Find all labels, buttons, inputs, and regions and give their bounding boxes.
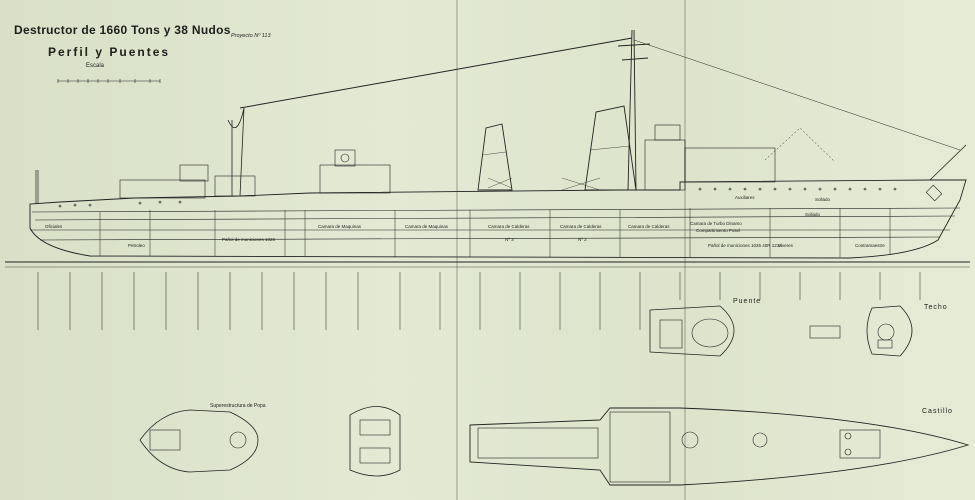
compartment-label: Camara de Maquinas bbox=[405, 224, 449, 229]
drawing-title: Destructor de 1660 Tons y 38 Nudos bbox=[14, 23, 231, 37]
portholes bbox=[58, 187, 897, 208]
drawing-subtitle: Perfil y Puentes bbox=[48, 45, 171, 59]
paper-fold-line bbox=[456, 0, 458, 500]
popa-plan-2 bbox=[349, 406, 401, 477]
frame-stations bbox=[37, 272, 921, 330]
compartment-label: Petroleo bbox=[128, 243, 145, 248]
view-label-castillo: Castillo bbox=[922, 408, 953, 415]
compartment-label: Camara de Calderas bbox=[628, 224, 670, 229]
compartment-label: Pañol de municiones 1026 40R 1218 bbox=[708, 243, 782, 248]
compartment-label: Nº 3 bbox=[505, 237, 514, 242]
project-number: Proyecto Nº 113 bbox=[231, 33, 271, 39]
compartment-label: Sollado bbox=[805, 212, 821, 217]
roof-plan bbox=[866, 305, 913, 357]
hull-profile bbox=[29, 179, 967, 259]
aft-mast bbox=[227, 107, 245, 197]
view-label-puente: Puente bbox=[733, 298, 762, 305]
aerial-wire bbox=[239, 37, 633, 109]
compartment-label: Nº 2 bbox=[578, 237, 587, 242]
compartment-label: Camara de Turbo Dinamo bbox=[690, 221, 742, 226]
paper-fold-line bbox=[684, 0, 686, 500]
compartment-label: Camara de Calderas bbox=[488, 224, 530, 229]
scale-bar bbox=[57, 79, 161, 83]
view-label-popa: Superestructura de Popa bbox=[210, 403, 266, 409]
compartment-label: Camara de Calderas bbox=[560, 224, 602, 229]
foremast bbox=[617, 29, 651, 191]
jackstaff bbox=[929, 144, 967, 181]
compartment-label: Oficiales bbox=[45, 224, 63, 229]
compartment-label: Viveres bbox=[778, 243, 793, 248]
funnel-aft bbox=[477, 123, 513, 191]
compartment-label: Sollado bbox=[815, 197, 831, 202]
scale-label: Escala bbox=[86, 63, 105, 69]
aft-flagstaff bbox=[35, 170, 39, 204]
compartment-label: Pañol de municiones 1026 bbox=[222, 237, 276, 242]
compartment-label: Compartimiento Fosel bbox=[696, 228, 741, 233]
view-label-techo: Techo bbox=[924, 304, 948, 311]
bulkheads bbox=[99, 208, 891, 257]
compartment-label: Camara de Maquinas bbox=[318, 224, 362, 229]
compartment-label: Contramaestre bbox=[855, 243, 885, 248]
castillo-plan bbox=[469, 407, 970, 486]
funnel-fore bbox=[584, 105, 637, 191]
bridge-plan bbox=[649, 305, 735, 357]
popa-plan-1 bbox=[139, 409, 259, 473]
compartment-label: Auxiliares bbox=[735, 195, 755, 200]
